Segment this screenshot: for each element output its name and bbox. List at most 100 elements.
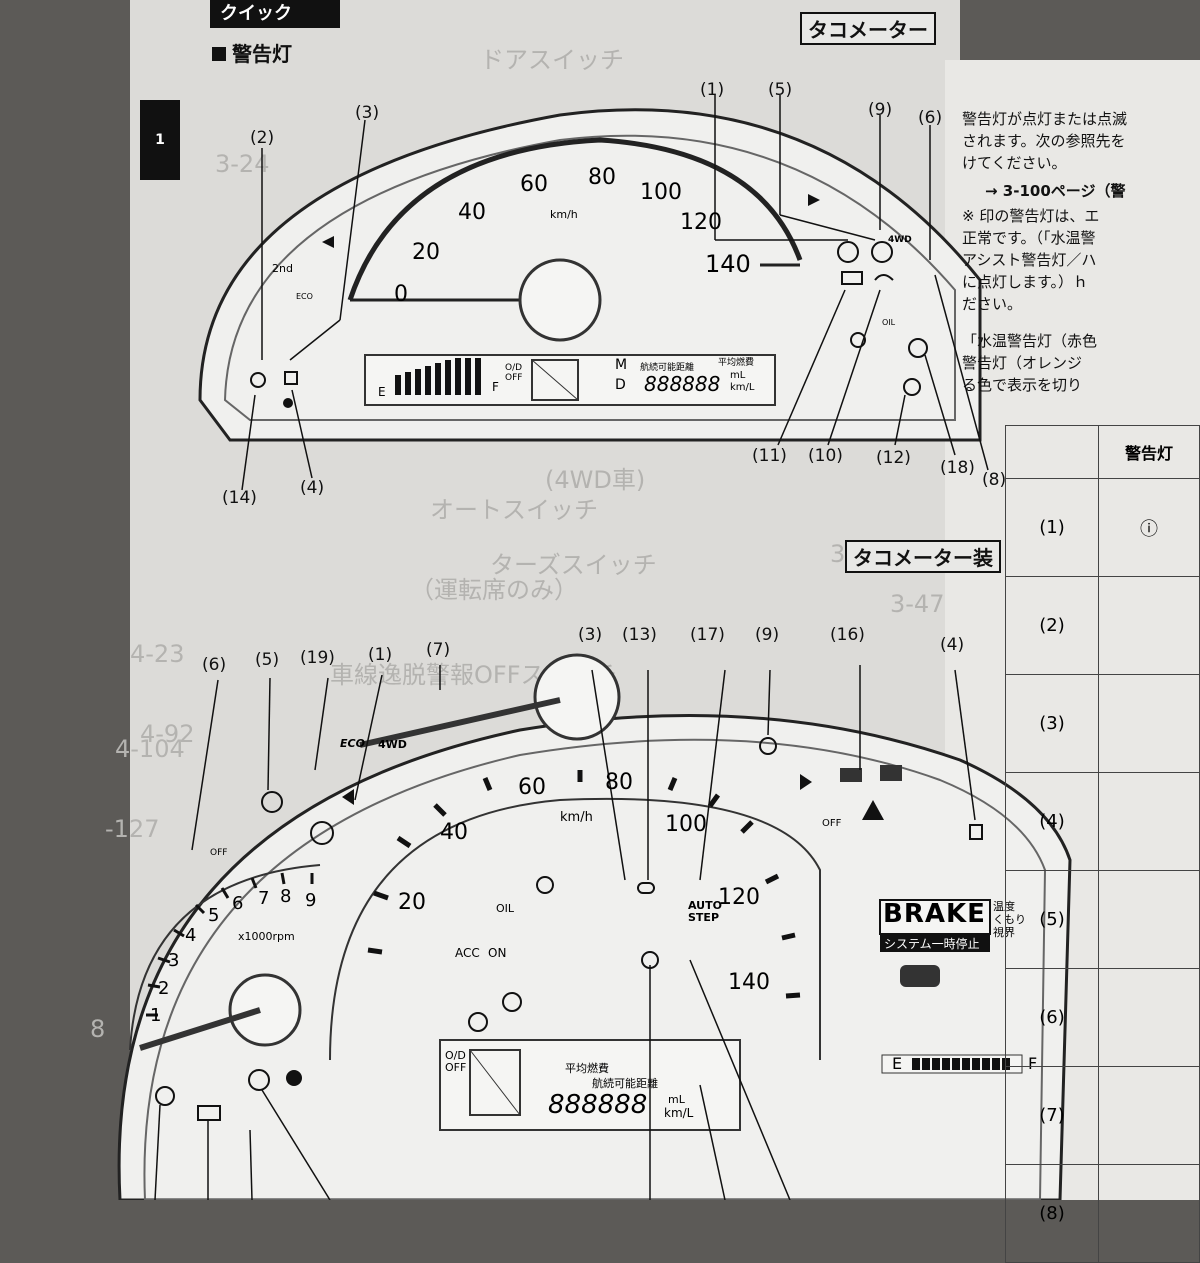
eco-label: ECO	[340, 737, 365, 750]
table-cell: (4)	[1005, 772, 1099, 871]
range-label: 航続可能距離	[640, 363, 695, 373]
speed-tick-label: 40	[458, 200, 486, 225]
auto-off-icon	[468, 1012, 488, 1032]
check-gear-icon	[248, 1069, 270, 1091]
table-cell: (1)	[1005, 478, 1099, 577]
battery-warning-icon	[197, 1105, 221, 1121]
rpm-tick-label: 1	[150, 1005, 162, 1026]
top-fuel-gauge	[395, 358, 481, 395]
power-steering-icon	[155, 1086, 175, 1106]
turn-right-arrow-icon	[808, 194, 820, 206]
header-tab: クイック	[210, 0, 340, 28]
callout-13: (13)	[622, 625, 657, 645]
top-cluster	[198, 95, 989, 491]
off-label: OFF	[210, 848, 228, 858]
oil-warning-icon	[874, 274, 894, 281]
four-wd-label: 4WD	[888, 235, 912, 245]
rpm-tick-label: 3	[168, 950, 180, 971]
rpm-tick-label: 7	[258, 888, 270, 909]
oil-label: OIL	[496, 902, 515, 915]
unit-ml: mL	[668, 1093, 685, 1106]
speed-tick-label: 60	[520, 172, 548, 197]
speed-tick-label: 120	[718, 885, 760, 910]
ghost-text: 4-104	[115, 735, 185, 763]
table-empty-header	[1005, 425, 1099, 479]
callout-5: (5)	[255, 650, 280, 670]
speed-tick-label: 100	[665, 812, 707, 837]
rpm-tick-label: 2	[158, 978, 170, 999]
tacho-heading-top: タコメーター	[800, 12, 936, 45]
ghost-text: (4WD車)	[545, 466, 646, 494]
car-icon	[900, 965, 940, 987]
table-row: (8)	[1005, 1164, 1200, 1263]
callout-14: (14)	[222, 488, 257, 508]
table-cell-icon	[1098, 870, 1200, 969]
section-title: 警告灯	[212, 38, 292, 67]
table-cell-icon	[1098, 772, 1200, 871]
callout-17: (17)	[690, 625, 725, 645]
callout-4: (4)	[940, 635, 965, 655]
fuel-e-label: E	[892, 1054, 903, 1073]
ghost-text: ドアスイッチ	[480, 46, 624, 74]
table-cell-icon	[1098, 968, 1200, 1067]
fuel-low-icon	[284, 371, 298, 385]
unit-kml: km/L	[664, 1106, 694, 1120]
ghost-text: 8	[90, 1015, 106, 1043]
speed-tick-label: 140	[728, 970, 770, 995]
ghost-text: （運転席のみ）	[410, 576, 578, 604]
ghost-text: -127	[105, 815, 160, 843]
brake-warning-icon	[837, 241, 859, 263]
callout-3: (3)	[578, 625, 603, 645]
on-label: ON	[488, 946, 507, 960]
right-bullet-3: 「水温警告灯（赤色 警告灯（オレンジ る色で表示を切り	[962, 332, 1098, 394]
callout-12: (12)	[876, 448, 911, 468]
callout-2: (2)	[250, 128, 275, 148]
off-label: OFF	[822, 818, 842, 829]
callout-11: (11)	[752, 446, 787, 466]
chapter-tab: 1	[140, 100, 180, 180]
eco-label: ECO	[296, 292, 313, 301]
mode-d-label: D	[615, 377, 626, 393]
fuel-e-label: E	[378, 385, 386, 399]
callout-6: (6)	[918, 108, 943, 128]
table-cell-icon	[1098, 1066, 1200, 1165]
digital-display: 888888	[644, 372, 721, 396]
speed-tick-label: 20	[412, 240, 440, 265]
lane-departure-icon	[840, 768, 862, 782]
rpm-tick-label: 6	[232, 893, 244, 914]
table-cell: (6)	[1005, 968, 1099, 1067]
airbag-icon	[1098, 674, 1200, 773]
second-gear-label: 2nd	[272, 262, 293, 275]
unit-ml: mL	[730, 370, 746, 381]
abs-warning-icon	[871, 241, 893, 263]
speed-tick-label: 100	[640, 180, 682, 205]
callout-7: (7)	[426, 640, 451, 660]
ghost-text: 4-23	[130, 640, 185, 668]
bottom-cluster-drawing	[139, 653, 1023, 1200]
mode-m-label: M	[615, 357, 628, 373]
speed-tick-label: 40	[440, 820, 468, 845]
callout-3: (3)	[355, 103, 380, 123]
brake-label: BRAKE	[883, 899, 986, 929]
acc-label: ACC	[455, 946, 480, 960]
ghost-text: 3-24	[215, 150, 270, 178]
oil-label: OIL	[882, 318, 896, 327]
fuel-f-label: F	[492, 380, 499, 394]
speed-tick-label: 0	[394, 282, 408, 307]
abs-warning-icon	[261, 791, 283, 813]
callout-9: (9)	[868, 100, 893, 120]
callout-9: (9)	[755, 625, 780, 645]
tacho-heading-bottom: タコメーター装	[845, 540, 1001, 573]
steering-warning-icon	[759, 737, 777, 755]
table-cell: (2)	[1005, 576, 1099, 675]
auto-hold-icon	[502, 992, 522, 1012]
callout-1: (1)	[368, 645, 393, 665]
table-cell: (5)	[1005, 870, 1099, 969]
right-bullet-2: ※ 印の警告灯は、エ 正常です。（「水温警 アシスト警告灯／ハ に点灯します。）…	[962, 207, 1100, 313]
security-light-icon	[283, 398, 293, 408]
table-row: (4)	[1005, 772, 1200, 871]
callout-4: (4)	[300, 478, 325, 498]
section-title-text: 警告灯	[232, 42, 292, 66]
callout-18: (18)	[940, 458, 975, 478]
table-cell-icon	[1098, 1164, 1200, 1263]
